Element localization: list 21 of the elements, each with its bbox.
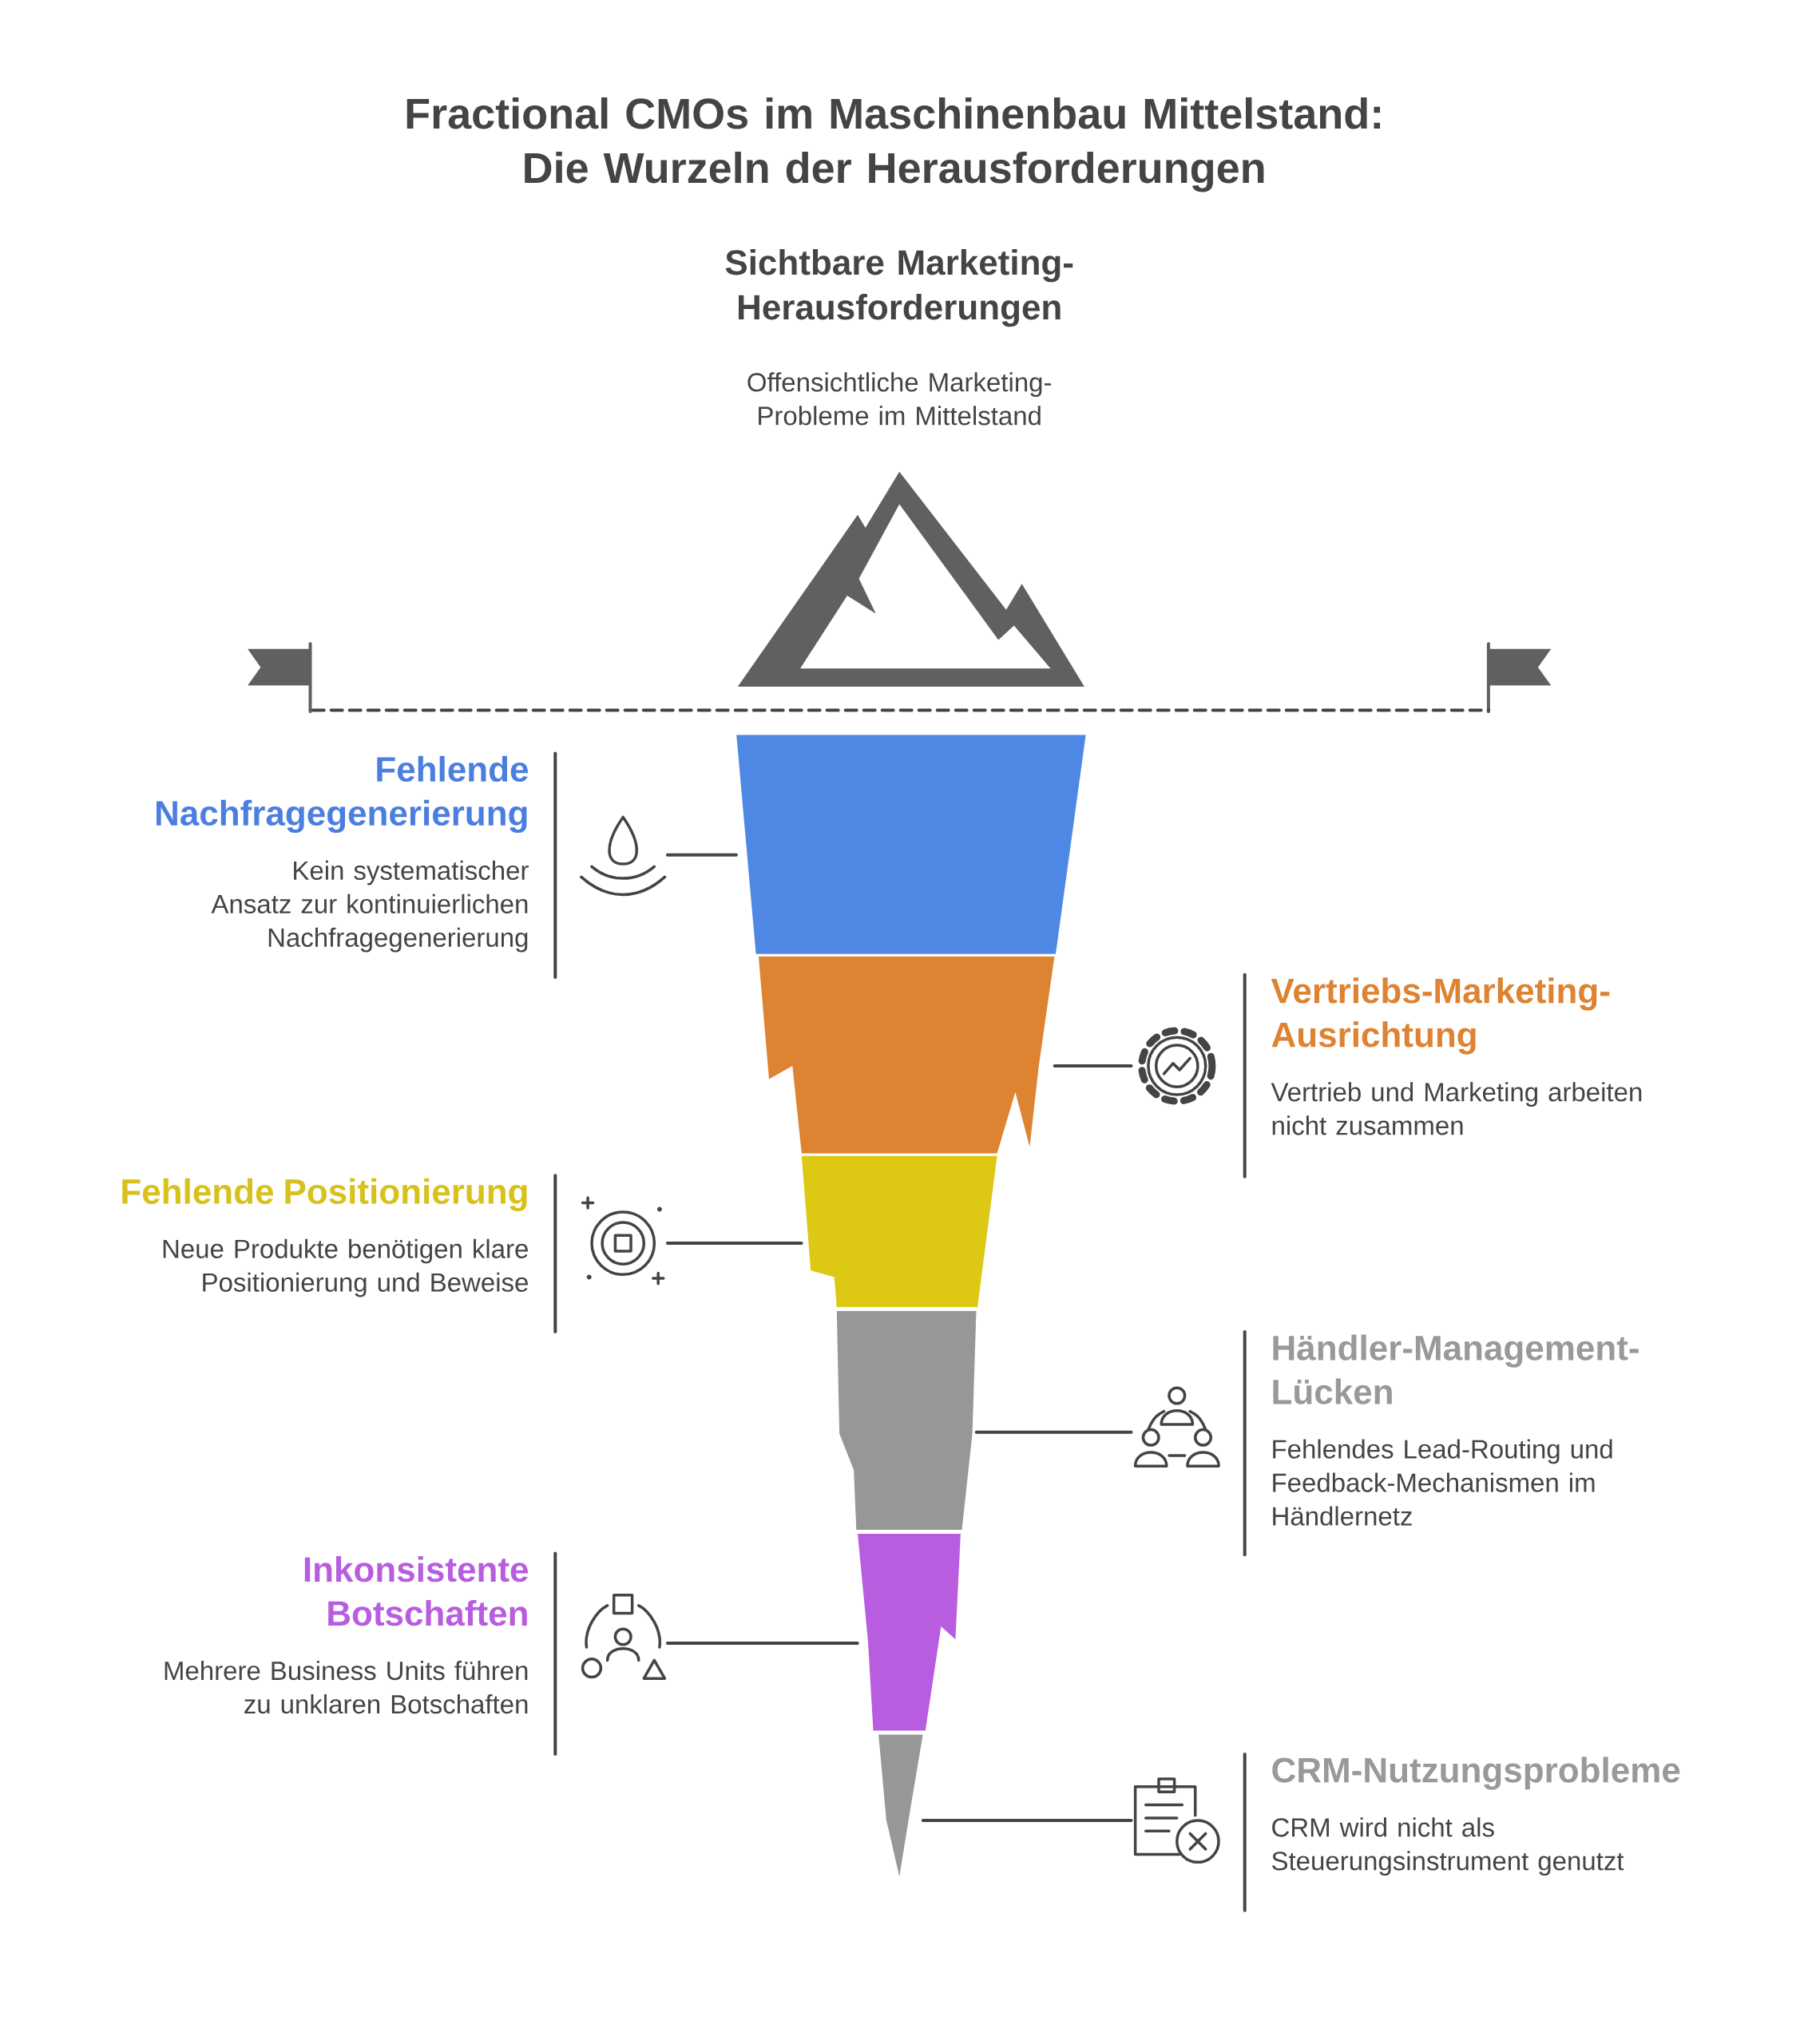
callout-text: Händler-Management-Lücken Fehlendes Lead-Routing und Feedback-Mechanismen im Händlernetz xyxy=(1273,1334,1639,1526)
iceberg-layer xyxy=(836,1310,977,1531)
iceberg-layer xyxy=(736,735,1086,954)
leader-line xyxy=(1053,1064,1133,1068)
leader-line xyxy=(974,1430,1133,1434)
leader-line xyxy=(921,1819,1133,1823)
title: Fractional CMOs im Maschinenbau Mittelstand: Die Wurzeln der Herausforderungen xyxy=(406,97,1381,192)
callout-text: Fehlende Positionierung Neue Produkte benötigen klare Positionierung und Beweise xyxy=(122,1178,528,1297)
subtitle: Offensichtliche Marketing-Probleme im Mittelstand xyxy=(747,372,1052,426)
leader-line xyxy=(665,853,738,857)
iceberg-layer xyxy=(878,1734,923,1877)
callout-text: Fehlende Nachfragegenerierung Kein systematischer Ansatz zur kontinuierlichen Nachfragegenerierung xyxy=(157,755,529,953)
iceberg-layer xyxy=(801,1155,997,1307)
iceberg-layer xyxy=(858,1534,961,1731)
leader-line xyxy=(665,1242,803,1246)
leader-line xyxy=(665,1642,859,1646)
callout-text: Vertriebs-Marketing-Ausrichtung Vertrieb und Marketing arbeiten nicht zusammen xyxy=(1271,977,1642,1135)
callout-text: CRM-Nutzungsprobleme CRM wird nicht als Steuerungsinstrument genutzt xyxy=(1272,1757,1680,1876)
iceberg-layer xyxy=(758,957,1055,1154)
heading: Sichtbare Marketing-Herausforderungen xyxy=(725,249,1073,327)
callout-text: Inkonsistente Botschaften Mehrere Business Units führen zu unklaren Botschaften xyxy=(165,1556,528,1714)
